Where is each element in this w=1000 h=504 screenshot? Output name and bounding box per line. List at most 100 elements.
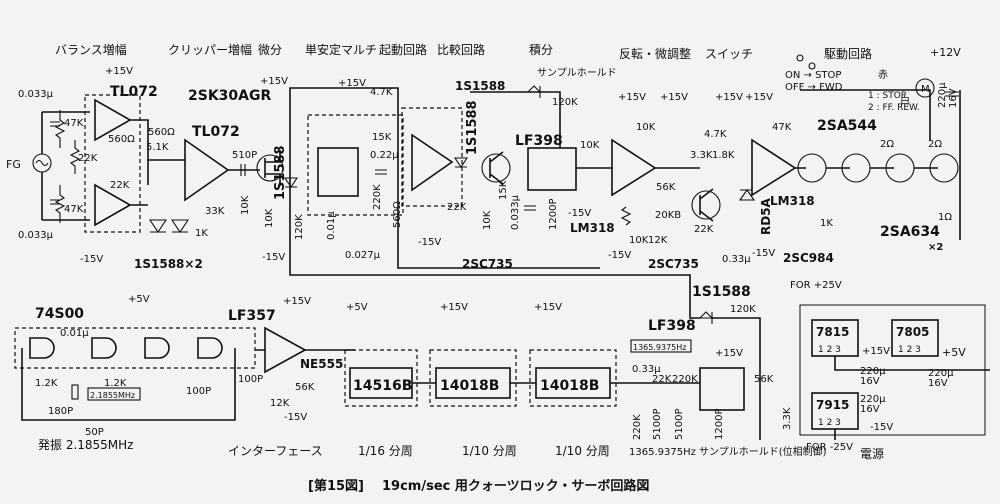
supply-m15-e: -15V (608, 250, 631, 261)
section-comparator: 比較回路 (437, 42, 485, 57)
value-20kb: 20KB (655, 210, 681, 221)
label-1s1588-b: 1S1588 (465, 100, 480, 155)
switch-contact-b (808, 62, 816, 70)
counter-package-c (529, 349, 617, 407)
nand-gate-1 (29, 337, 55, 359)
value-220-b: 220μ (860, 366, 886, 377)
nand-gate-4 (197, 337, 223, 359)
value-c033-a: 0.033μ (18, 89, 54, 100)
label-2sa634-mult: ×2 (928, 242, 943, 253)
wire-sample-top (470, 91, 561, 150)
value-15k-b: 15K (498, 180, 509, 200)
value-15k: 15K (372, 132, 392, 143)
crystal-label-box (87, 387, 141, 401)
value-10k-a: 10K (240, 195, 251, 215)
transistor-2sc735-a-leads (489, 151, 504, 185)
value-51k: 5.1K (146, 142, 169, 153)
supply-p15-j: +15V (534, 302, 562, 313)
counter-package-a (344, 349, 418, 407)
label-7805: 7805 (896, 325, 929, 339)
supply-m15-c: -15V (418, 237, 441, 248)
cap-033-a (50, 121, 60, 127)
diode-pair-b (170, 219, 190, 233)
section-power: 電源 (860, 447, 884, 461)
label-tl072-a: TL072 (110, 84, 158, 100)
value-5100p-a: 5100P (652, 409, 663, 440)
label-14516b: 14516B (353, 378, 412, 394)
label-lm318-b: LM318 (770, 194, 815, 208)
crystal-symbol (71, 384, 79, 400)
section-sample-hold: サンプルホールド (537, 67, 617, 79)
value-10k-e: 10K (636, 122, 656, 133)
supply-p15-c: +15V (338, 78, 366, 89)
nand-gate-2 (91, 337, 117, 359)
label-lf398-a: LF398 (515, 133, 563, 149)
fet-leads (264, 150, 281, 186)
label-lf398-b: LF398 (648, 318, 696, 334)
diode-1s1588-b (453, 157, 469, 168)
value-56k-b: 56K (295, 382, 315, 393)
value-220k-c: 220K (632, 414, 643, 440)
fet-2sk30 (256, 154, 284, 182)
value-1ohm: 1Ω (938, 212, 952, 223)
comparator-package (401, 107, 463, 207)
section-reverse-fine: 反転・微調整 (619, 46, 691, 61)
label-2sc735-b: 2SC735 (648, 257, 699, 271)
switch-off-fwd: OFF → FWD (785, 82, 843, 93)
wire-fg-out (42, 111, 90, 221)
cap-022 (375, 169, 387, 175)
regulator-7805 (891, 319, 939, 357)
section-clipper-amp: クリッパー増幅 (168, 42, 252, 57)
value-crystal: 2.1855MHz (90, 391, 135, 400)
switch-contact-a (796, 54, 804, 62)
ne555-chip (317, 147, 359, 197)
value-50p: 50P (85, 427, 104, 438)
supply-p15-l: +15V (862, 346, 890, 357)
transistor-2sc735-a (481, 153, 511, 183)
supply-p15-d: +15V (618, 92, 646, 103)
supply-p15-f: +15V (715, 92, 743, 103)
value-220-d: 220μ (928, 368, 954, 379)
value-001: 0.01μ (326, 211, 337, 240)
value-2ohm-b: 2Ω (928, 139, 942, 150)
label-7815-pins: 1 2 3 (818, 345, 841, 355)
label-rd5a: RD5A (759, 197, 773, 235)
value-1200p-b: 1200P (714, 409, 725, 440)
resistor-47k-a (54, 110, 66, 148)
supply-p5-c: +5V (942, 346, 966, 359)
value-47k-b: 47K (64, 204, 84, 215)
value-16v-b: 16V (860, 376, 880, 387)
section-monostable: 単安定マルチ (305, 42, 377, 57)
value-022: 0.22μ (370, 150, 399, 161)
supply-m15-g: -15V (284, 412, 307, 423)
value-16v-c: 16V (860, 404, 880, 415)
label-2sk30agr: 2SK30AGR (188, 88, 271, 104)
section-sample-hold-phase: 1365.9375Hz サンプルホールド(位相制御) (629, 445, 827, 458)
ttl-package (14, 327, 256, 369)
label-14018b-b: 14018B (540, 378, 599, 394)
value-10k-d: 10K (580, 140, 600, 151)
value-10k-c: 10K (482, 210, 493, 230)
wire-clipper (148, 159, 260, 171)
chip-14516b (349, 367, 413, 399)
value-1.2k-b: 1.2K (104, 378, 127, 389)
label-2sc984: 2SC984 (783, 251, 834, 265)
label-1s1588-top: 1S1588 (455, 79, 505, 93)
opamp-comparator (411, 133, 454, 192)
wire-start-feedback (397, 190, 600, 269)
supply-m15-f: -15V (752, 248, 775, 259)
label-tl072-b: TL072 (192, 124, 240, 140)
value-220-a: 220μ (937, 82, 948, 108)
section-balance-amp: バランス増幅 (55, 42, 127, 57)
value-2ohm-a: 2Ω (880, 139, 894, 150)
value-47k-e: 47K (772, 122, 792, 133)
value-3.3k-c: 3.3K (782, 407, 793, 430)
label-7915: 7915 (816, 398, 849, 412)
value-033-d: 0.33μ (632, 364, 661, 375)
value-3.3k: 3.3K (690, 150, 713, 161)
value-22k-c: 22K (447, 202, 467, 213)
resistor-22k-a (69, 140, 81, 174)
counter-package-b (429, 349, 517, 407)
switch-on-stop: ON → STOP (785, 70, 841, 81)
